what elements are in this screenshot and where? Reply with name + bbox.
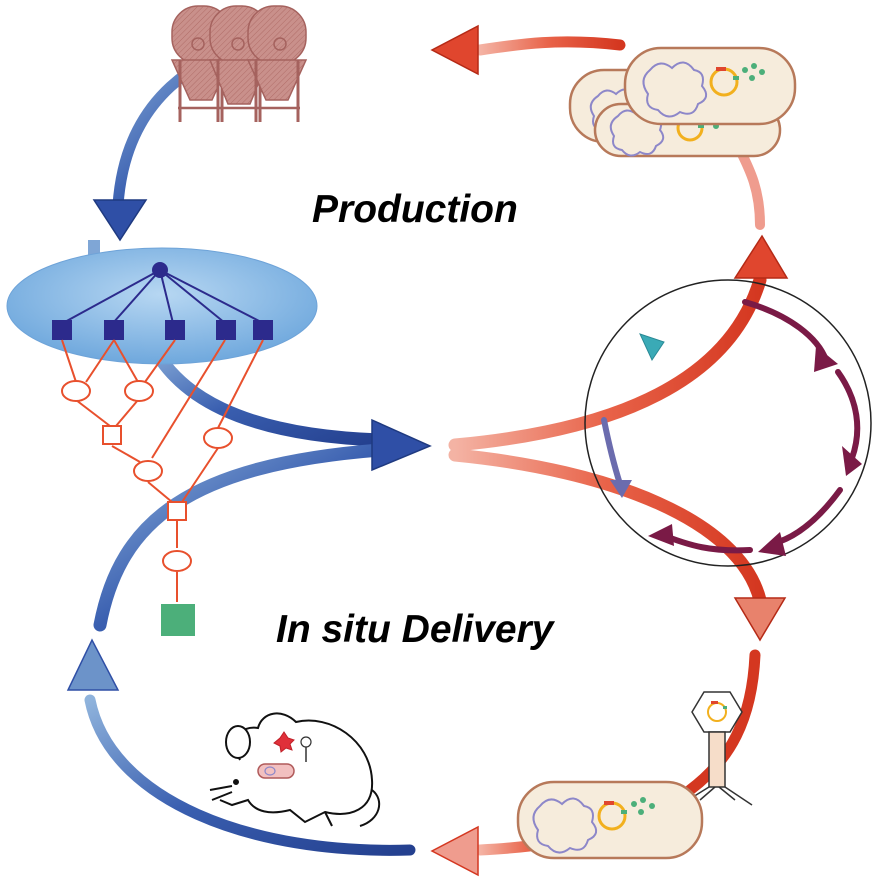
in-situ-delivery-label: In situ Delivery <box>276 608 554 651</box>
red-arrow-right-lower <box>684 649 761 796</box>
gene-node <box>52 320 72 340</box>
mouse-icon <box>209 712 381 827</box>
inducer-triangle <box>639 333 665 362</box>
gene-node <box>253 320 273 340</box>
cell-compartment <box>6 247 318 365</box>
gene-node <box>104 320 124 340</box>
red-arrow-top <box>474 36 626 56</box>
red-arrow-right-upper <box>735 145 765 230</box>
red-arrowhead-up <box>733 234 789 279</box>
metabolite-node <box>203 427 233 449</box>
gene-node <box>216 320 236 340</box>
metabolite-node <box>162 550 192 572</box>
red-arrowhead-top <box>430 24 479 76</box>
phage-icon <box>679 691 753 806</box>
metabolite-node <box>133 460 163 482</box>
product-node <box>161 604 195 636</box>
genetic-circuit-icon <box>584 279 872 567</box>
gene-node <box>165 320 185 340</box>
metabolic-network-icon <box>6 247 318 636</box>
blue-arrowhead-center <box>371 418 432 472</box>
blue-arrow-bottom <box>84 694 416 856</box>
metabolite-node <box>124 380 154 402</box>
metabolite-node <box>61 380 91 402</box>
production-label: Production <box>312 188 518 231</box>
red-arrow-center-up <box>448 273 767 452</box>
red-arrow-center-down <box>448 448 767 607</box>
blue-arrowhead-top <box>92 199 148 242</box>
enzyme-node <box>102 425 122 445</box>
bioreactor-tanks-icon <box>170 5 308 122</box>
red-arrowhead-bottom <box>430 825 479 877</box>
blue-arrowhead-bottom <box>66 638 120 691</box>
enzyme-node <box>167 501 187 521</box>
red-arrowhead-down <box>733 597 787 642</box>
bacterial-cell-icon <box>516 780 704 860</box>
bacterial-cell-icon <box>568 46 797 158</box>
